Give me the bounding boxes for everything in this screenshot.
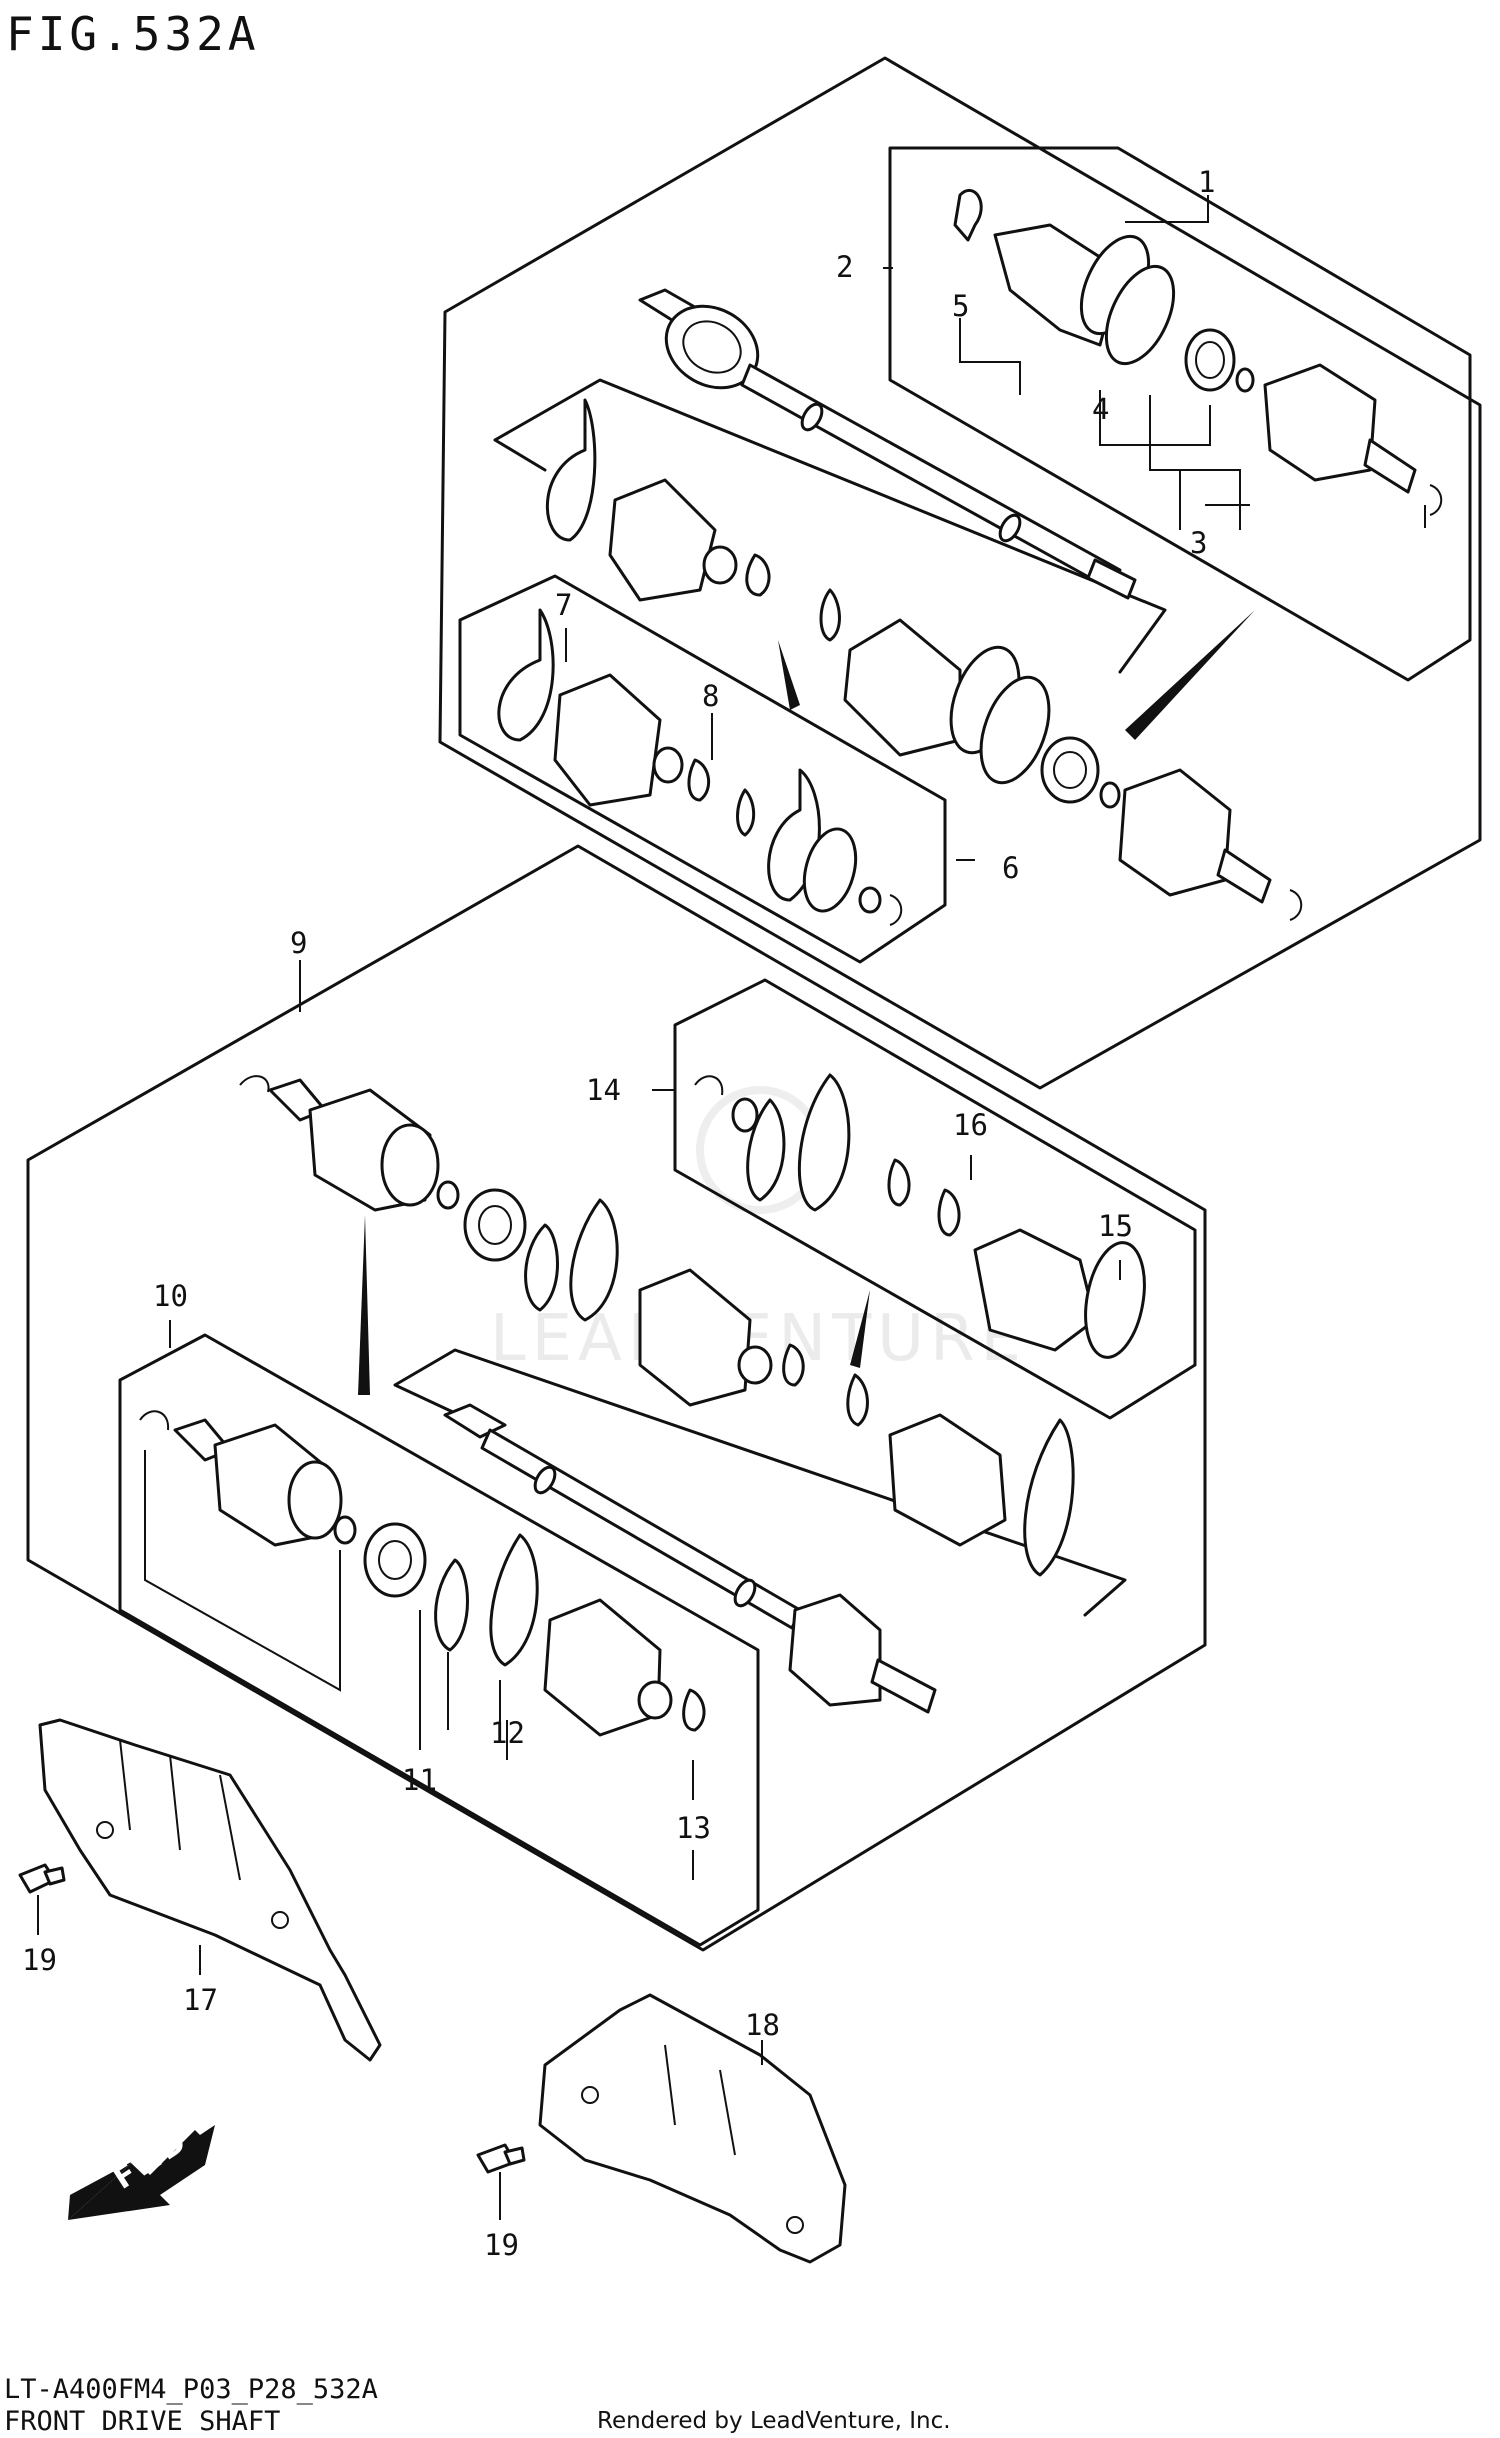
lower-assembly-outline <box>26 844 1207 1952</box>
callout-14: 14 <box>586 1073 621 1107</box>
kit-9-parts <box>239 1075 805 1407</box>
upper-assembly-outline <box>438 56 1482 1090</box>
callout-16: 16 <box>953 1108 988 1142</box>
callout-3: 3 <box>1190 526 1207 560</box>
pointer-arrow <box>1125 610 1255 740</box>
bolt-19-left <box>18 1863 66 1894</box>
lower-boot-kit-parts <box>358 1215 1075 1577</box>
kit-10-box <box>118 1333 760 1947</box>
callout-6: 6 <box>1002 851 1019 885</box>
callout-17: 17 <box>183 1983 218 2017</box>
figure-title: FIG.532A <box>6 7 260 61</box>
callout-numbers: 1 2 3 4 5 6 7 8 9 10 11 12 13 14 15 16 1… <box>22 165 1215 2262</box>
pointer-arrow <box>850 1290 870 1368</box>
callout-19-left: 19 <box>22 1943 57 1977</box>
kit-10-parts <box>139 1410 706 1737</box>
guard-18 <box>538 1993 847 2264</box>
callout-5: 5 <box>952 289 969 323</box>
fwd-arrow-icon: FWD <box>68 2125 215 2220</box>
callout-11: 11 <box>402 1763 437 1797</box>
callout-13: 13 <box>676 1811 711 1845</box>
callout-15: 15 <box>1098 1209 1133 1243</box>
guard-17 <box>38 1718 382 2062</box>
kit-1-parts <box>953 188 1443 516</box>
kit-14-box <box>673 978 1197 1420</box>
callout-8: 8 <box>702 679 719 713</box>
figure-code: LT-A400FM4_P03_P28_532A <box>4 2374 378 2405</box>
boot-kit-box <box>493 378 1167 674</box>
bolt-19-right <box>476 2143 526 2174</box>
callout-1: 1 <box>1198 165 1215 199</box>
callout-18: 18 <box>745 2008 780 2042</box>
callout-10: 10 <box>153 1279 188 1313</box>
kit-14-parts <box>694 1073 1146 1359</box>
callout-2: 2 <box>836 250 853 284</box>
kit-6-parts <box>497 608 903 926</box>
leader-lines <box>37 195 1426 2220</box>
pointer-arrow <box>358 1215 370 1395</box>
callout-7: 7 <box>555 588 572 622</box>
lower-drive-shaft <box>443 1403 937 1714</box>
pointer-arrow <box>778 640 800 710</box>
callout-4: 4 <box>1092 392 1109 426</box>
rendered-by: Rendered by LeadVenture, Inc. <box>597 2408 951 2434</box>
kit-1-box <box>888 146 1472 682</box>
callout-19-right: 19 <box>484 2228 519 2262</box>
upper-drive-shaft <box>638 288 1137 600</box>
kit-6-box <box>458 574 947 964</box>
figure-name: FRONT DRIVE SHAFT <box>4 2406 280 2437</box>
callout-12: 12 <box>490 1716 525 1750</box>
upper-boot-kit-parts <box>545 398 1303 921</box>
callout-9: 9 <box>290 926 307 960</box>
